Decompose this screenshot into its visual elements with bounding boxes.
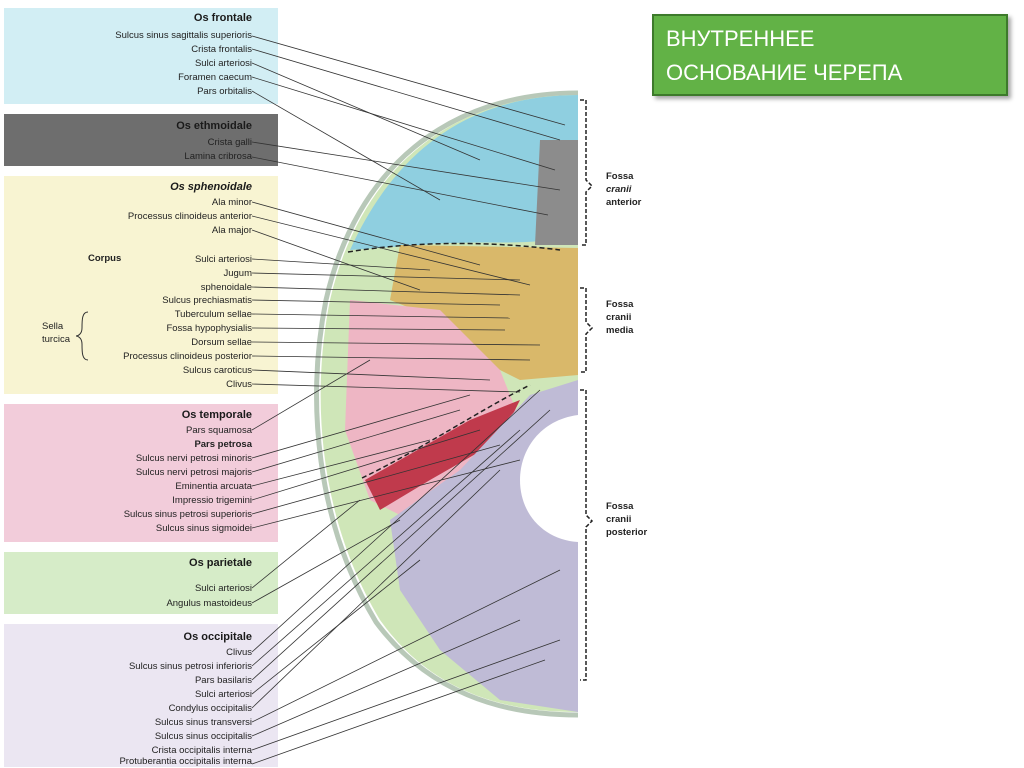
header-os-frontale: Os frontale [0, 12, 252, 24]
slide-title-line1: ВНУТРЕННЕЕ [666, 24, 814, 54]
label-occipitale-4: Condylus occipitalis [0, 703, 252, 715]
label-sphenoidale-6: Sulcus prechiasmatis [0, 295, 252, 307]
label-turcica: turcica [42, 334, 70, 345]
slide-title-line2: ОСНОВАНИЕ ЧЕРЕПА [666, 58, 902, 88]
label-sphenoidale-9: Dorsum sellae [0, 337, 252, 349]
header-os-ethmoidale: Os ethmoidale [0, 120, 252, 132]
label-occipitale-8: Protuberantia occipitalis interna [0, 756, 252, 768]
fossa-anterior-line3: anterior [606, 196, 641, 209]
label-occipitale-2: Pars basilaris [0, 675, 252, 687]
bracket-media [580, 288, 592, 372]
header-os-temporale: Os temporale [0, 409, 252, 421]
fossa-anterior-line2: cranii [606, 183, 641, 196]
label-temporale-7: Sulcus sinus sigmoidei [0, 523, 252, 535]
fossa-anterior-line1: Fossa [606, 170, 641, 183]
label-frontale-2: Sulci arteriosi [0, 58, 252, 70]
label-sphenoidale-2: Ala major [0, 225, 252, 237]
label-temporale-0: Pars squamosa [0, 425, 252, 437]
label-sphenoidale-5: sphenoidale [0, 282, 252, 294]
label-temporale-6: Sulcus sinus petrosi superioris [0, 509, 252, 521]
slide-title-box: ВНУТРЕННЕЕ ОСНОВАНИЕ ЧЕРЕПА [652, 14, 1008, 96]
label-occipitale-1: Sulcus sinus petrosi inferioris [0, 661, 252, 673]
label-occipitale-0: Clivus [0, 647, 252, 659]
fossa-media-line2: cranii [606, 311, 633, 324]
label-occipitale-6: Sulcus sinus occipitalis [0, 731, 252, 743]
fossa-posterior-line3: posterior [606, 526, 647, 539]
fossa-posterior-line2: cranii [606, 513, 647, 526]
label-sphenoidale-10: Processus clinoideus posterior [0, 351, 252, 363]
fossa-media-label: Fossa cranii media [606, 298, 633, 337]
fossa-anterior-label: Fossa cranii anterior [606, 170, 641, 209]
label-sphenoidale-11: Sulcus caroticus [0, 365, 252, 377]
fossa-posterior-line1: Fossa [606, 500, 647, 513]
label-sella: Sella [42, 321, 63, 332]
label-sphenoidale-3: Sulci arteriosi [0, 254, 252, 266]
fossa-posterior-label: Fossa cranii posterior [606, 500, 647, 539]
label-parietale-1: Angulus mastoideus [0, 598, 252, 610]
label-temporale-5: Impressio trigemini [0, 495, 252, 507]
fossa-media-line1: Fossa [606, 298, 633, 311]
label-occipitale-5: Sulcus sinus transversi [0, 717, 252, 729]
label-sphenoidale-7: Tuberculum sellae [0, 309, 252, 321]
bracket-posterior [580, 390, 592, 680]
label-sphenoidale-12: Clivus [0, 379, 252, 391]
label-sphenoidale-4: Jugum [0, 268, 252, 280]
header-os-sphenoidale: Os sphenoidale [0, 181, 252, 193]
ethmoid-bone [535, 140, 578, 245]
label-frontale-3: Foramen caecum [0, 72, 252, 84]
label-temporale-4: Eminentia arcuata [0, 481, 252, 493]
label-frontale-4: Pars orbitalis [0, 86, 252, 98]
header-os-occipitale: Os occipitale [0, 631, 252, 643]
label-sphenoidale-1: Processus clinoideus anterior [0, 211, 252, 223]
label-frontale-0: Sulcus sinus sagittalis superioris [0, 30, 252, 42]
label-occipitale-3: Sulci arteriosi [0, 689, 252, 701]
header-os-parietale: Os parietale [0, 557, 252, 569]
label-temporale-1: Pars petrosa [0, 439, 252, 451]
label-ethmoidale-1: Lamina cribrosa [0, 151, 252, 163]
bracket-anterior [580, 100, 592, 245]
fossa-media-line3: media [606, 324, 633, 337]
label-temporale-2: Sulcus nervi petrosi minoris [0, 453, 252, 465]
label-sphenoidale-8: Fossa hypophysialis [0, 323, 252, 335]
label-ethmoidale-0: Crista galli [0, 137, 252, 149]
label-parietale-0: Sulci arteriosi [0, 583, 252, 595]
label-sphenoidale-0: Ala minor [0, 197, 252, 209]
label-frontale-1: Crista frontalis [0, 44, 252, 56]
label-temporale-3: Sulcus nervi petrosi majoris [0, 467, 252, 479]
